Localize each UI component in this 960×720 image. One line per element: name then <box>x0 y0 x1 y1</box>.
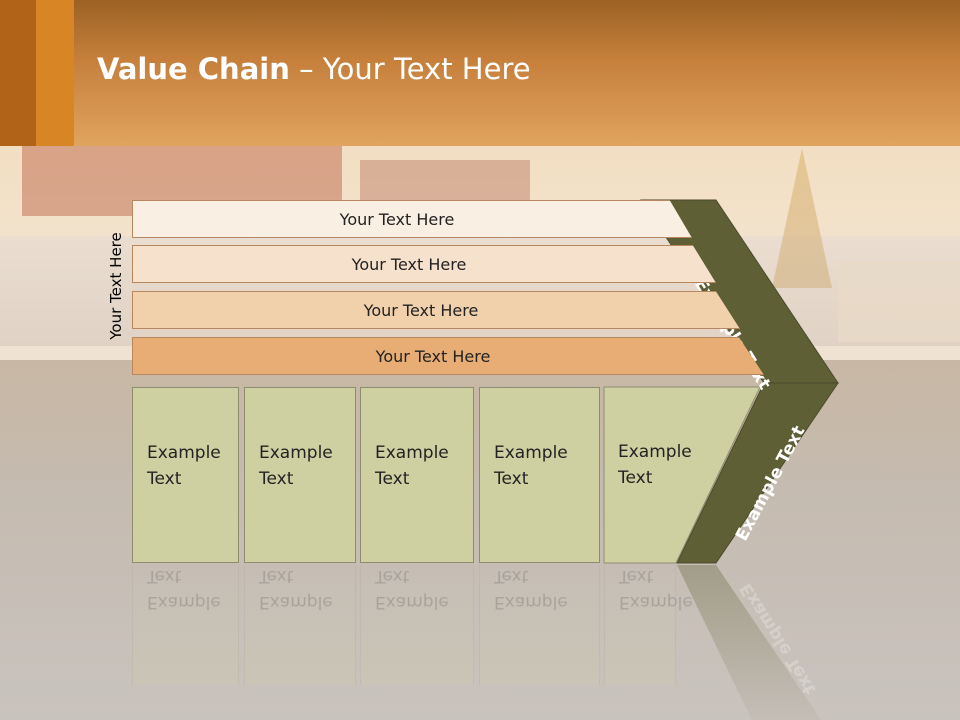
example-cell-1-text: Example Text <box>147 443 221 489</box>
chevron-bottom[interactable] <box>676 382 839 564</box>
value-bar-1[interactable]: Your Text Here <box>132 200 692 238</box>
example-cell-4[interactable]: Example Text <box>479 387 600 563</box>
chevron-bottom-reflection <box>677 565 822 720</box>
value-bar-4-label: Your Text Here <box>375 346 491 366</box>
header-stripe <box>36 0 74 146</box>
example-cell-1-reflection: Example Text <box>132 565 239 685</box>
example-cell-3[interactable]: Example Text <box>360 387 474 563</box>
value-bar-1-label: Your Text Here <box>339 209 455 229</box>
example-cell-5[interactable]: Example Text <box>604 387 714 563</box>
example-cell-5-text: Example Text <box>618 442 692 488</box>
value-bar-2[interactable]: Your Text Here <box>132 245 716 283</box>
example-cell-2-reflection: Example Text <box>244 565 356 685</box>
background-building <box>838 262 960 342</box>
value-bar-3[interactable]: Your Text Here <box>132 291 740 329</box>
example-cell-4-reflection: Example Text <box>479 565 600 685</box>
cell-5-arrow <box>603 386 761 564</box>
example-cell-2[interactable]: Example Text <box>244 387 356 563</box>
example-cell-1[interactable]: Example Text <box>132 387 239 563</box>
slide-title-rest: – Your Text Here <box>289 52 531 86</box>
example-cell-3-text: Example Text <box>375 443 449 489</box>
slide-title[interactable]: Value Chain – Your Text Here <box>97 52 531 86</box>
header-stripe <box>0 0 36 146</box>
example-cell-2-text: Example Text <box>259 443 333 489</box>
example-cell-4-text: Example Text <box>494 443 568 489</box>
slide-title-bold: Value Chain <box>97 52 290 86</box>
example-cell-3-reflection: Example Text <box>360 565 474 685</box>
header-band <box>0 0 960 146</box>
value-bar-4[interactable]: Your Text Here <box>132 337 764 375</box>
value-bar-3-label: Your Text Here <box>363 300 479 320</box>
example-cell-5-reflection: Example Text <box>604 565 693 685</box>
value-bar-2-label: Your Text Here <box>351 254 467 274</box>
